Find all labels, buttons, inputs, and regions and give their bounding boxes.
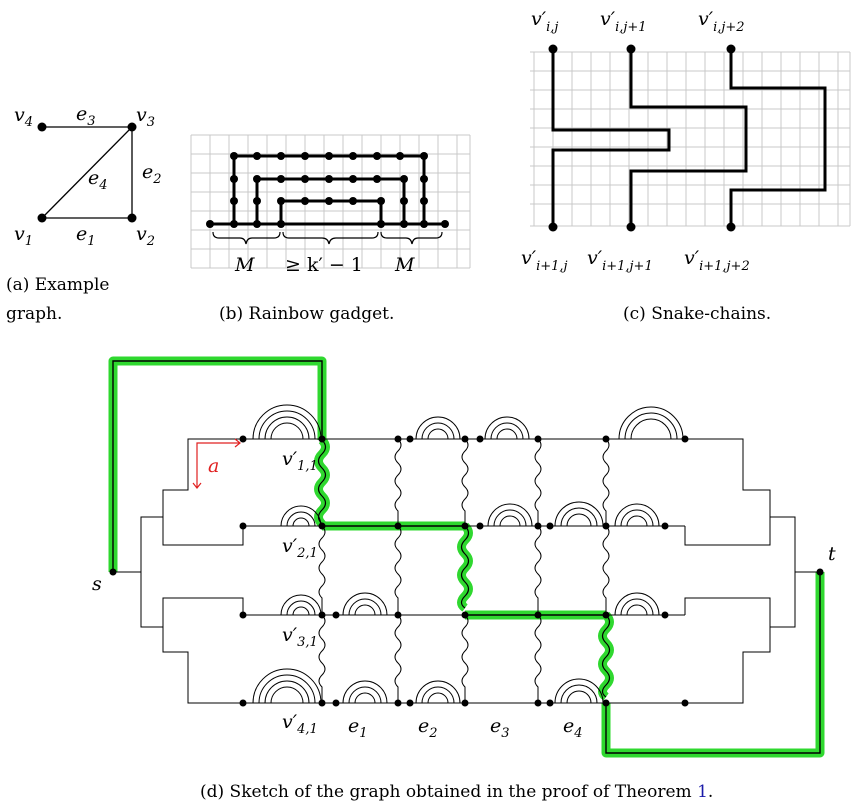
panel-c-snake-chains: v′i,j v′i,j+1 v′i,j+2 v′i+1,j v′i+1,j+1 … bbox=[521, 8, 851, 324]
label-v-ij2: v′i,j+2 bbox=[698, 8, 745, 35]
caption-a-line1: (a) Example bbox=[6, 275, 109, 295]
label-e2: e2 bbox=[142, 161, 162, 187]
vertex-v2 bbox=[127, 213, 137, 223]
label-v-i1j2: v′i+1,j+2 bbox=[684, 247, 750, 274]
rainbow-arcs bbox=[252, 404, 684, 704]
label-v-i1j: v′i+1,j bbox=[521, 247, 568, 274]
label-s: s bbox=[92, 573, 102, 595]
label-v-i1j1: v′i+1,j+1 bbox=[587, 247, 653, 274]
label-v31: v′3,1 bbox=[282, 624, 318, 650]
vertex-v4 bbox=[37, 122, 47, 132]
label-e1: e1 bbox=[76, 223, 96, 249]
label-k-prime: ≥ k′ − 1 bbox=[285, 254, 363, 276]
edge-e4 bbox=[41, 126, 133, 219]
label-v11: v′1,1 bbox=[282, 448, 318, 474]
braces bbox=[212, 231, 443, 245]
label-m-left: M bbox=[234, 254, 255, 276]
label-v41: v′4,1 bbox=[282, 711, 318, 737]
label-d-e1: e1 bbox=[348, 715, 368, 741]
label-d-e4: e4 bbox=[563, 715, 583, 741]
label-v2: v2 bbox=[136, 223, 155, 249]
vertex-v3 bbox=[127, 122, 137, 132]
panel-d-sketch: a s t v′1,1 v′2,1 v′3,1 v′4,1 e1 e2 e3 e… bbox=[92, 356, 836, 802]
label-e4: e4 bbox=[88, 167, 108, 193]
red-axis-arrows bbox=[192, 438, 241, 489]
caption-d: (d) Sketch of the graph obtained in the … bbox=[200, 782, 713, 802]
label-d-e2: e2 bbox=[418, 715, 438, 741]
snake-nodes bbox=[548, 44, 736, 232]
caption-a-line2: graph. bbox=[6, 304, 62, 324]
theorem-ref-link[interactable]: 1 bbox=[697, 782, 708, 802]
right-frame bbox=[684, 438, 820, 704]
grid-c bbox=[530, 51, 851, 227]
label-d-e3: e3 bbox=[490, 715, 510, 741]
wavy-connectors bbox=[318, 438, 610, 703]
highlight-path bbox=[108, 356, 825, 758]
vertex-v1 bbox=[37, 213, 47, 223]
label-v21: v′2,1 bbox=[282, 535, 318, 561]
label-v3: v3 bbox=[136, 104, 155, 130]
label-e3: e3 bbox=[76, 103, 96, 129]
label-t: t bbox=[828, 543, 836, 565]
caption-b: (b) Rainbow gadget. bbox=[219, 304, 394, 324]
label-m-right: M bbox=[394, 254, 415, 276]
panel-b-rainbow-gadget: M ≥ k′ − 1 M (b) Rainbow gadget. bbox=[190, 134, 471, 324]
label-v-ij: v′i,j bbox=[531, 8, 558, 35]
highlight-wavy-core bbox=[317, 439, 611, 698]
left-frame bbox=[113, 438, 322, 704]
label-a: a bbox=[208, 455, 219, 477]
sketch-vertices bbox=[109, 435, 824, 707]
panel-a-example-graph: v4 v3 v1 v2 e3 e2 e1 e4 (a) Example grap… bbox=[6, 103, 162, 324]
snake-paths bbox=[551, 49, 827, 227]
label-v1: v1 bbox=[14, 223, 33, 249]
label-v-ij1: v′i,j+1 bbox=[600, 8, 647, 35]
caption-c: (c) Snake-chains. bbox=[623, 304, 771, 324]
label-v4: v4 bbox=[14, 104, 33, 130]
rainbow-paths bbox=[210, 154, 445, 226]
rainbow-nodes bbox=[206, 152, 449, 228]
